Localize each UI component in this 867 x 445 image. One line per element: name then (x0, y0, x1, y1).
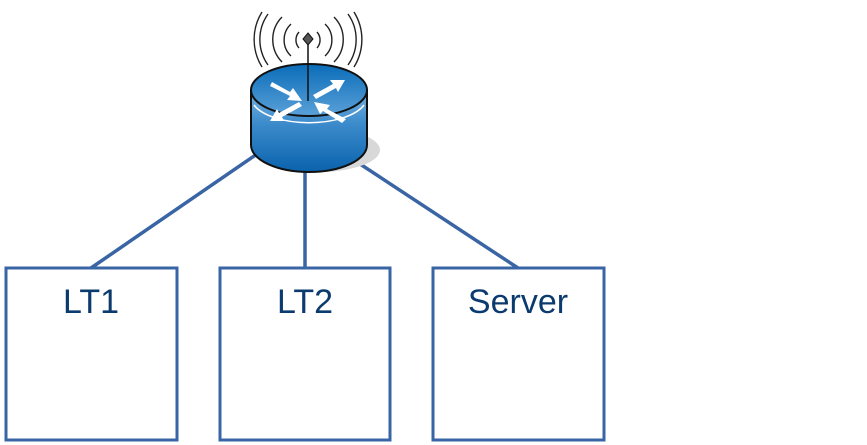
connections (90, 150, 519, 270)
node-label: LT1 (63, 283, 119, 321)
node-lt1[interactable]: LT1 (4, 266, 179, 442)
node-lt2[interactable]: LT2 (218, 266, 392, 442)
link-router-lt1 (90, 150, 261, 270)
link-router-server (356, 160, 519, 270)
wifi-waves-icon (253, 11, 363, 68)
node-server[interactable]: Server (431, 266, 606, 442)
arrows-icon (270, 80, 346, 123)
node-label: LT2 (277, 283, 333, 321)
wireless-router-icon[interactable] (250, 11, 380, 173)
node-label: Server (468, 283, 568, 321)
